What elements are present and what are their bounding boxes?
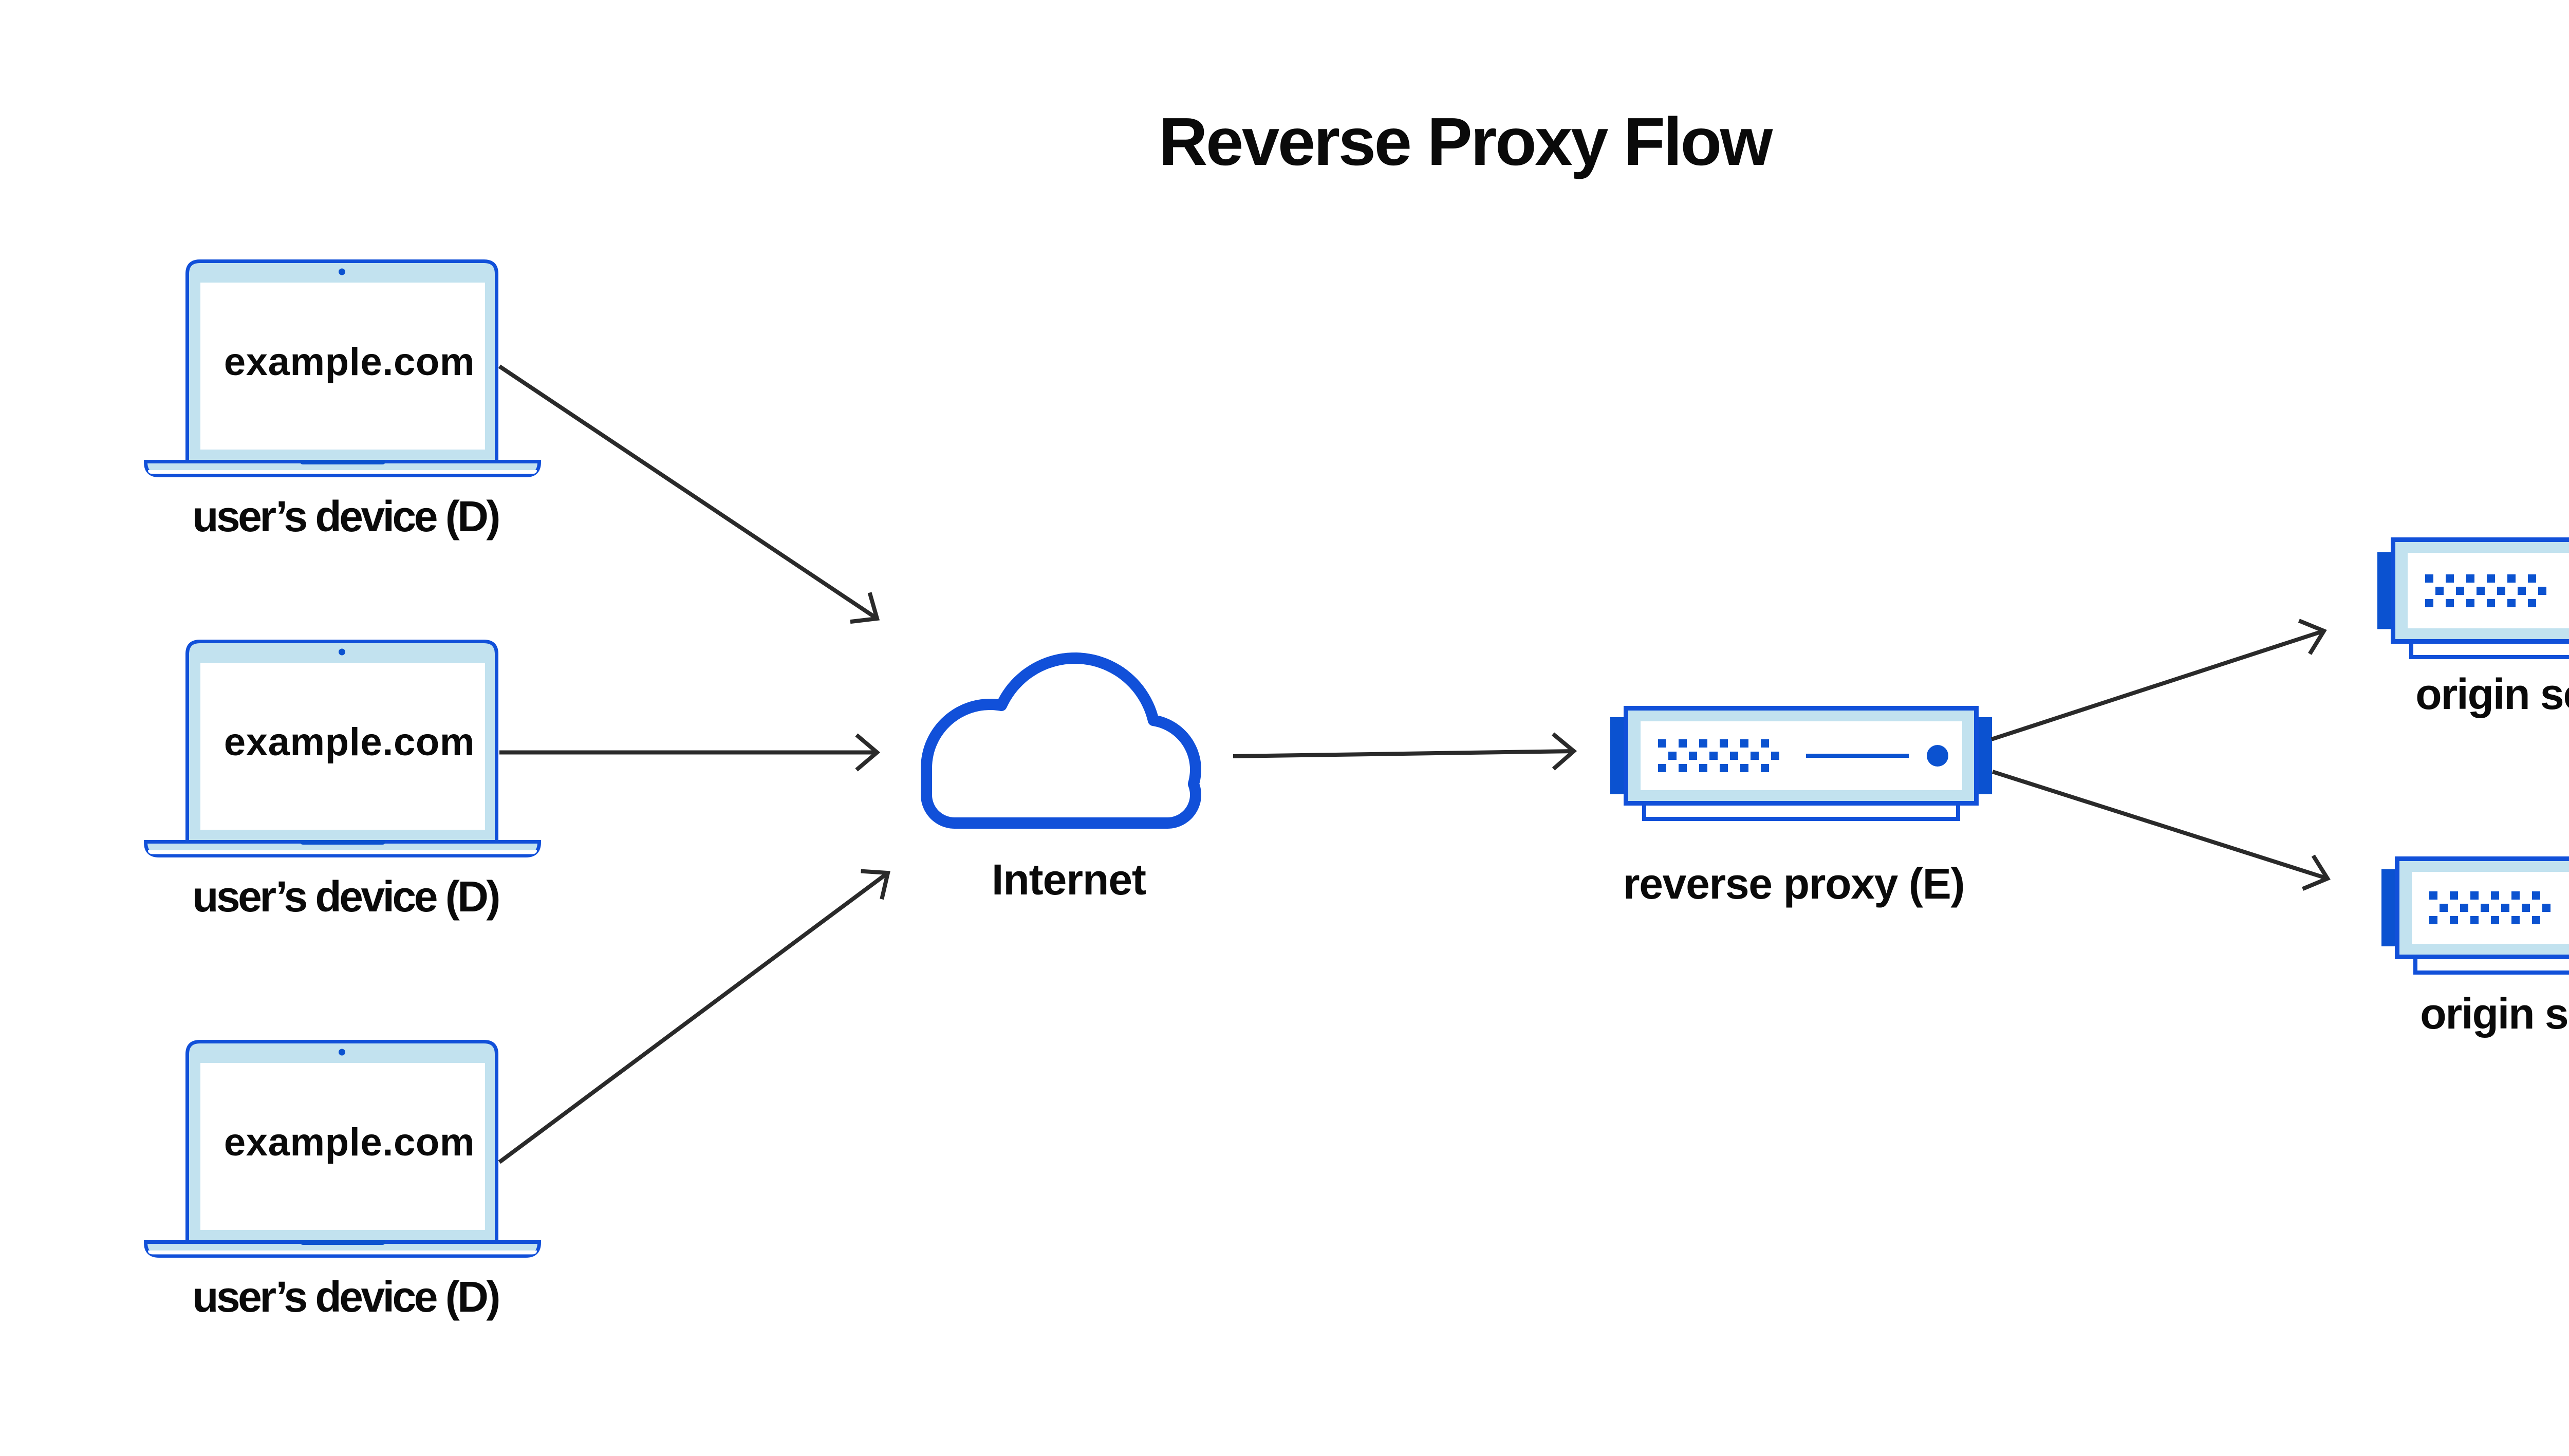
svg-text:origin server (F): origin server (F) [2420, 990, 2569, 1038]
svg-text:origin server (F): origin server (F) [2415, 670, 2569, 718]
svg-text:reverse proxy (E): reverse proxy (E) [1623, 860, 1964, 908]
svg-text:Reverse Proxy Flow: Reverse Proxy Flow [1159, 104, 1773, 179]
svg-text:Internet: Internet [992, 855, 1146, 904]
